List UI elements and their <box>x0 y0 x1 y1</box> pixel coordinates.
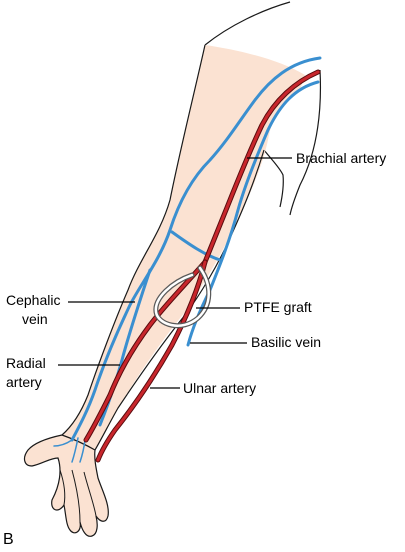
hand <box>23 434 109 537</box>
finger-crease-2 <box>71 469 81 523</box>
label-cephalic-vein-line1: Cephalic <box>6 292 61 308</box>
ptfe-graft <box>153 265 212 329</box>
arteries <box>83 69 321 463</box>
veins <box>53 56 322 463</box>
panel-letter: B <box>3 531 14 548</box>
cephalic-vein <box>70 56 322 442</box>
arm-skin <box>30 45 305 460</box>
wrist-vein-1 <box>53 439 73 447</box>
radial-artery <box>84 260 207 442</box>
finger-crease-3 <box>83 471 97 517</box>
label-cephalic-vein-line2: vein <box>22 311 48 327</box>
torso-outline <box>289 69 322 216</box>
ulnar-artery <box>96 260 207 462</box>
label-brachial-artery: Brachial artery <box>296 150 387 166</box>
label-basilic-vein: Basilic vein <box>251 334 322 350</box>
ptfe-graft-inner <box>154 266 210 327</box>
median-cubital-vein <box>170 230 222 262</box>
leader-lines <box>58 157 292 389</box>
arm-outline-left <box>61 44 206 436</box>
basilic-vein <box>186 80 320 347</box>
finger-crease-1 <box>59 469 66 506</box>
label-ulnar-artery: Ulnar artery <box>183 380 257 396</box>
shoulder-outline <box>204 1 291 46</box>
wrist-vein-2 <box>71 437 79 463</box>
label-radial-artery-line1: Radial <box>6 355 46 371</box>
brachial-artery <box>203 70 320 264</box>
forearm-vein-branch <box>98 268 152 427</box>
label-radial-artery-line2: artery <box>6 374 42 390</box>
label-ptfe-graft: PTFE graft <box>244 299 312 315</box>
